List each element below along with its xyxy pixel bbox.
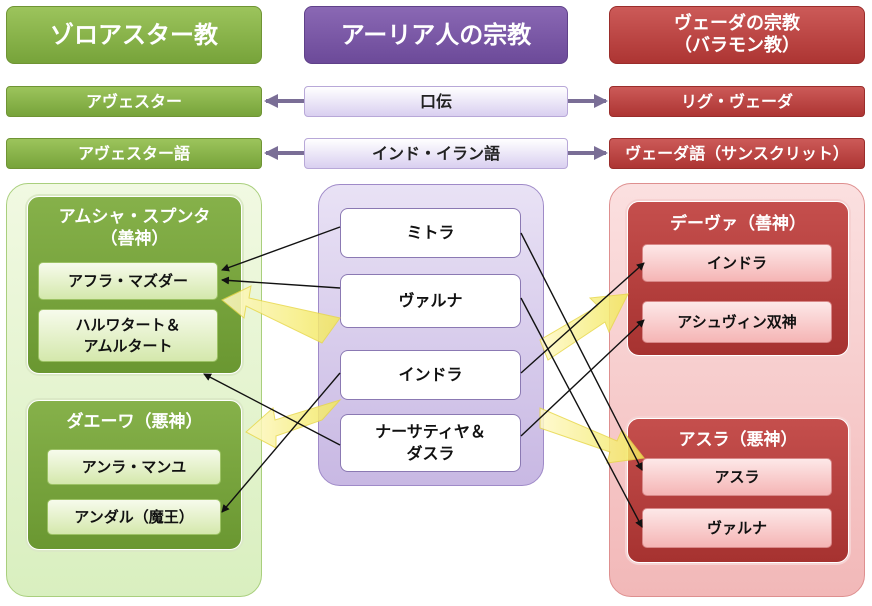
oral-tradition-box: 口伝 bbox=[304, 86, 568, 117]
aryan-religion-header: アーリア人の宗教 bbox=[304, 6, 568, 64]
indo-iranian-language-box: インド・イラン語 bbox=[304, 138, 568, 169]
deva-title: デーヴァ（善神） bbox=[670, 214, 806, 234]
indra-demon-item: アンダル（魔王） bbox=[47, 499, 221, 535]
avesta-box: アヴェスター bbox=[6, 86, 262, 117]
amesha-spenta-title-line1: アムシャ・スプンタ bbox=[58, 207, 211, 227]
vedic-language-box: ヴェーダ語（サンスクリット） bbox=[609, 138, 865, 169]
angra-mainyu-item: アンラ・マンユ bbox=[47, 449, 221, 485]
asura-item: アスラ bbox=[642, 458, 832, 496]
asura-title: アスラ（悪神） bbox=[678, 430, 798, 450]
mitra-item: ミトラ bbox=[340, 208, 521, 258]
rigveda-box: リグ・ヴェーダ bbox=[609, 86, 865, 117]
haurvatat-line: ハルワタート＆ bbox=[75, 316, 181, 335]
nasatya-line: ナーサティヤ＆ bbox=[375, 422, 486, 442]
vedic-religion-header-line1: ヴェーダの宗教 bbox=[674, 12, 800, 34]
amesha-spenta-title-line2: （善神） bbox=[100, 229, 169, 250]
ahura-mazda-item: アフラ・マズダー bbox=[38, 262, 218, 300]
ameretat-line: アムルタート bbox=[83, 336, 173, 355]
avestan-language-box: アヴェスター語 bbox=[6, 138, 262, 169]
vedic-religion-header-line2: （バラモン教） bbox=[674, 35, 800, 56]
ashvins-item: アシュヴィン双神 bbox=[642, 301, 832, 343]
amesha-spenta-title: アムシャ・スプンタ （善神） bbox=[27, 206, 242, 250]
vedic-religion-header: ヴェーダの宗教 （バラモン教） bbox=[609, 6, 865, 64]
indra-item: インドラ bbox=[340, 350, 521, 400]
varuna-asura-item: ヴァルナ bbox=[642, 508, 832, 548]
varuna-item: ヴァルナ bbox=[340, 274, 521, 328]
nasatya-dasra-item: ナーサティヤ＆ ダスラ bbox=[340, 414, 521, 472]
zoroastrianism-header: ゾロアスター教 bbox=[6, 6, 262, 64]
daeva-title: ダエーワ（悪神） bbox=[66, 412, 203, 432]
haurvatat-ameretat-item: ハルワタート＆ アムルタート bbox=[38, 309, 218, 362]
indra-deva-item: インドラ bbox=[642, 244, 832, 282]
dasra-line: ダスラ bbox=[406, 444, 455, 463]
